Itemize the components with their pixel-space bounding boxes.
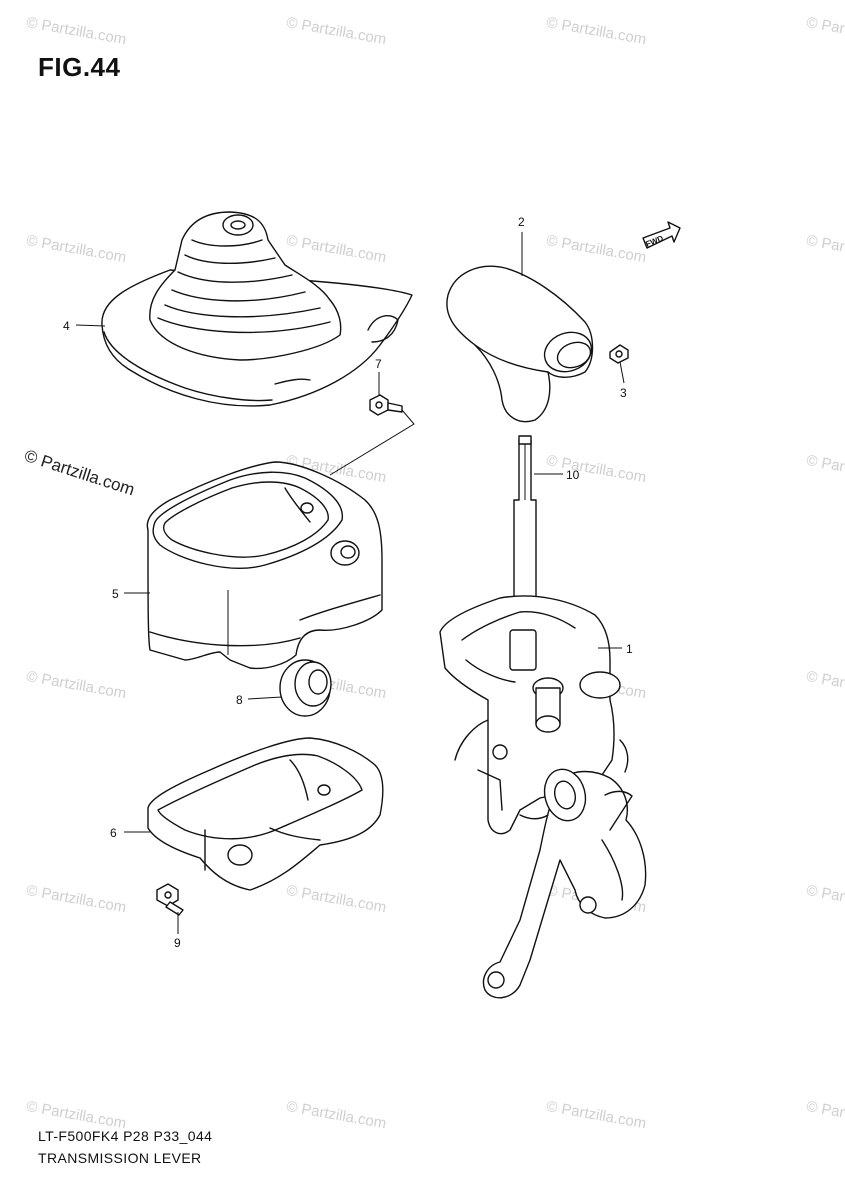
callout-1: 1 xyxy=(626,642,633,656)
part-7-bolt xyxy=(369,394,403,416)
callout-9: 9 xyxy=(174,936,181,950)
section-name: TRANSMISSION LEVER xyxy=(38,1150,202,1166)
part-8-grommet xyxy=(279,659,332,717)
part-2-shift-knob xyxy=(446,265,594,423)
callout-3: 3 xyxy=(620,386,627,400)
callout-10: 10 xyxy=(566,468,580,482)
part-6-lower-tray xyxy=(147,737,384,891)
part-1-shift-lever-assembly xyxy=(439,595,647,999)
part-3-bolt xyxy=(609,344,629,364)
figure-title: FIG.44 xyxy=(38,52,121,82)
callout-5: 5 xyxy=(112,587,119,601)
leader-lines xyxy=(75,232,625,934)
callout-4: 4 xyxy=(63,319,70,333)
callout-2: 2 xyxy=(518,215,525,229)
callout-6: 6 xyxy=(110,826,117,840)
callout-8: 8 xyxy=(236,693,243,707)
fwd-arrow-icon: FWD xyxy=(642,221,681,249)
part-5-inner-housing xyxy=(146,461,383,670)
callout-7: 7 xyxy=(375,357,382,371)
part-9-bolt xyxy=(156,883,184,916)
part-4-boot-cover xyxy=(101,211,413,407)
model-code: LT-F500FK4 P28 P33_044 xyxy=(38,1128,213,1144)
part-7-leader-line xyxy=(329,409,415,476)
